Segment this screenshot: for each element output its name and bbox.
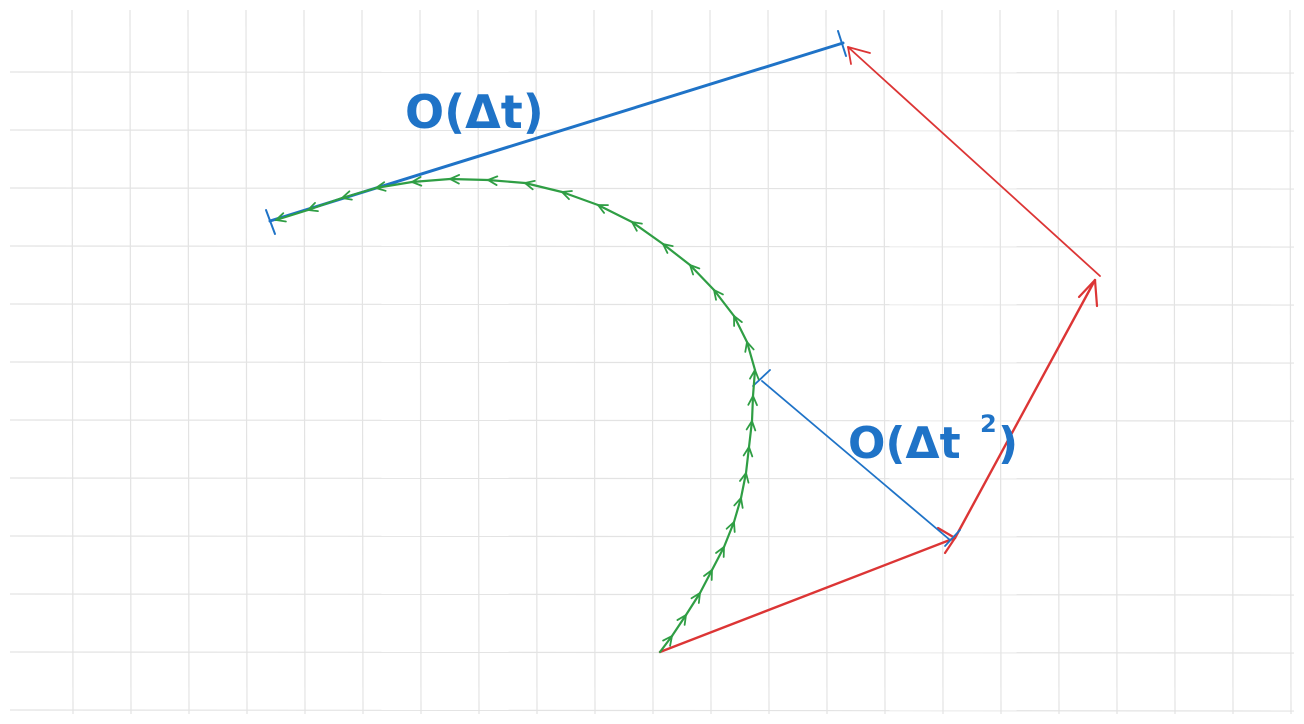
label-small-error-close: ) (998, 418, 1018, 469)
red-vector-2-arrowhead (1077, 278, 1099, 308)
green-step-segment (745, 340, 757, 372)
green-step-segment (523, 181, 564, 194)
green-step-segment (744, 445, 751, 475)
green-step-segment (596, 203, 634, 224)
grid-line-horizontal (9, 593, 1295, 596)
red-vector-2 (953, 278, 1097, 540)
blue-error-line-small (761, 380, 951, 541)
grid-line-vertical (1057, 9, 1060, 715)
grid-line-horizontal (9, 303, 1295, 306)
grid-line-horizontal (9, 535, 1295, 538)
green-step-segment (722, 520, 736, 549)
green-step-segment (751, 368, 757, 398)
grid-line-horizontal (9, 419, 1295, 422)
grid-line-horizontal (9, 245, 1295, 248)
green-step-segment (739, 471, 748, 500)
green-step-segment (448, 177, 490, 182)
green-step-segment (732, 496, 743, 524)
green-step-arrowhead (275, 212, 287, 223)
green-step-segment (374, 180, 414, 190)
grid-line-horizontal (9, 709, 1295, 712)
green-trajectory (274, 173, 760, 654)
grid-line-horizontal (9, 187, 1295, 190)
grid-line-vertical (883, 9, 886, 715)
red-vector-3-arrowhead (847, 46, 871, 65)
grid-line-horizontal (9, 71, 1295, 74)
green-step-segment (684, 591, 702, 617)
blue-end-tick-bottom (944, 529, 961, 547)
grid-line-vertical (1289, 9, 1292, 715)
green-step-segment (688, 263, 716, 292)
green-step-segment (306, 196, 344, 212)
green-step-segment (340, 186, 378, 200)
blue-end-tick-left (265, 209, 276, 235)
green-step-segment (410, 177, 452, 184)
label-small-error: O(Δt 2 ) (848, 410, 1018, 469)
green-step-segment (750, 394, 755, 423)
green-step-segment (560, 190, 600, 207)
green-step-segment (712, 288, 736, 318)
red-path (658, 46, 1101, 654)
grid-line-vertical (1115, 9, 1118, 715)
grid-line-vertical (1231, 9, 1234, 715)
green-step-segment (630, 220, 665, 246)
grid-line-vertical (825, 9, 828, 715)
blue-end-tick-right (837, 30, 847, 57)
grid-line-horizontal (9, 129, 1295, 132)
green-step-segment (274, 208, 310, 222)
label-big-error: O(Δt) (405, 85, 544, 139)
green-step-segment (698, 568, 714, 595)
green-step-segment (747, 419, 754, 449)
label-small-error-exponent: 2 (980, 410, 997, 438)
grid-paper (9, 9, 1295, 715)
grid-line-horizontal (9, 651, 1295, 654)
green-step-segment (710, 545, 726, 572)
red-vector-3 (847, 46, 1101, 277)
red-vector-1 (658, 536, 957, 654)
green-step-segment (661, 242, 692, 267)
blue-end-tick-top (752, 369, 771, 387)
grid-line-vertical (1173, 9, 1176, 715)
green-step-segment (486, 178, 527, 185)
green-step-segment (658, 634, 674, 654)
green-step-segment (670, 613, 688, 638)
grid-line-horizontal (9, 477, 1295, 480)
green-step-segment (732, 314, 749, 344)
label-small-error-base: O(Δt (848, 418, 961, 469)
grid-line-horizontal (9, 361, 1295, 364)
grid-line-vertical (999, 9, 1002, 715)
grid-line-vertical (941, 9, 944, 715)
